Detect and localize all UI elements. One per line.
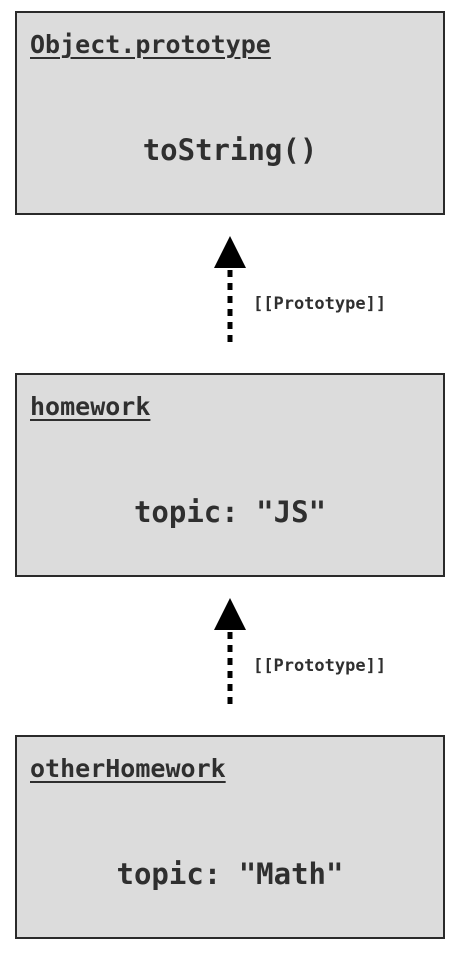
other-homework-member: topic: "Math" [116, 857, 344, 891]
object-prototype-member: toString() [142, 133, 318, 167]
other-homework-box: otherHomework topic: "Math" [15, 735, 445, 939]
other-homework-title: otherHomework [30, 754, 226, 783]
prototype-link-other-homework: [[Prototype]] [0, 592, 460, 722]
object-prototype-title: Object.prototype [30, 30, 271, 59]
prototype-link-label: [[Prototype]] [253, 656, 387, 676]
up-arrow-icon [214, 236, 246, 348]
prototype-link-label: [[Prototype]] [253, 294, 387, 314]
up-arrow-icon [214, 598, 246, 710]
homework-title: homework [30, 392, 151, 421]
object-prototype-box: Object.prototype toString() [15, 11, 445, 215]
homework-box: homework topic: "JS" [15, 373, 445, 577]
prototype-link-homework: [[Prototype]] [0, 230, 460, 360]
homework-member: topic: "JS" [133, 495, 327, 529]
